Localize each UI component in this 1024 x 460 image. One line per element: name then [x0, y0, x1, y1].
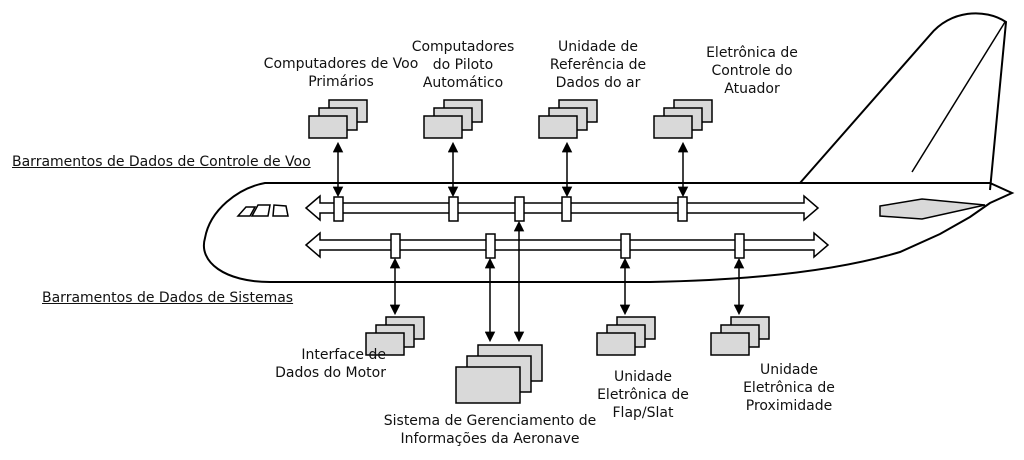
tail-fin-edge [911, 21, 1006, 173]
primary-flight-computers-stack [308, 99, 368, 139]
air-data-unit-stack [538, 99, 598, 139]
upper-connectors [332, 141, 689, 198]
systems-bus-arrow [304, 231, 830, 259]
label-aircraft-info-management: Sistema de Gerenciamento de Informações … [383, 413, 597, 447]
tail-fin [799, 12, 1008, 191]
cockpit-windows [236, 204, 289, 217]
label-engine-data-interface: Interface de Dados do Motor [275, 347, 386, 381]
systems-bus-couplers [390, 233, 745, 259]
flap-slat-unit-stack [596, 316, 656, 356]
label-actuator-control-electronics: Eletrônica de Controle do Atuador [706, 45, 798, 97]
lower-connectors [389, 220, 745, 343]
systems-bus-title: Barramentos de Dados de Sistemas [42, 290, 294, 306]
flight-control-bus-title: Barramentos de Dados de Controle de Voo [12, 154, 311, 170]
fuselage-outline [202, 182, 1015, 283]
autopilot-computers-stack [423, 99, 483, 139]
label-air-data-unit: Unidade de Referência de Dados do ar [549, 39, 647, 91]
label-flap-slat-unit: Unidade Eletrônica de Flap/Slat [597, 369, 689, 421]
label-proximity-unit: Unidade Eletrônica de Proximidade [743, 362, 835, 414]
actuator-control-stack [653, 99, 713, 139]
label-autopilot-computers: Computadores do Piloto Automático [411, 39, 515, 91]
horizontal-stabilizer [879, 198, 986, 220]
aims-stack [455, 344, 543, 404]
label-primary-flight-computers: Computadores de Voo Primários [263, 56, 419, 90]
proximity-unit-stack [710, 316, 770, 356]
